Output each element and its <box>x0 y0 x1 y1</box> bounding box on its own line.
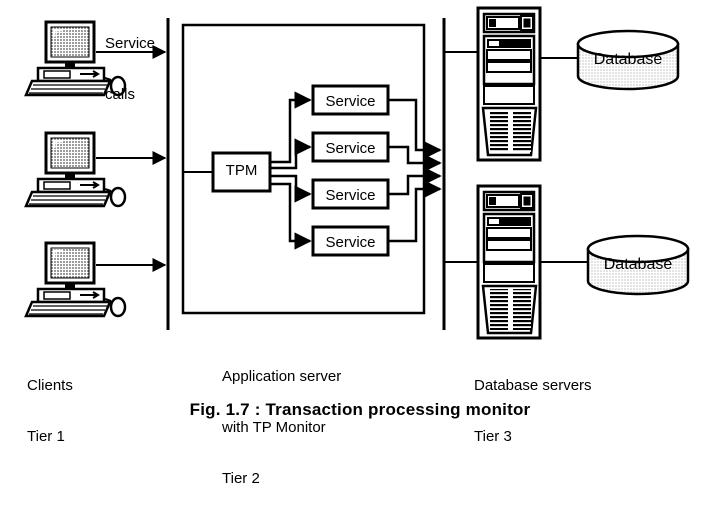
service-label-4: Service <box>325 234 376 251</box>
application-server-boundary <box>181 23 426 315</box>
service-calls-label: Service calls <box>105 1 195 137</box>
service-box-4 <box>311 225 390 257</box>
figure-root: Service calls TPM Service Service Servic… <box>24 1 690 487</box>
services-to-tier3-connectors <box>388 98 442 243</box>
service-calls-line1: Service <box>105 35 156 52</box>
figure-caption: Fig. 1.7 : Transaction processing monito… <box>189 400 531 419</box>
diagram-canvas <box>24 6 690 340</box>
service-box-1 <box>311 84 390 116</box>
tpm-label: TPM <box>225 162 258 179</box>
database-label-2: Database <box>603 256 673 273</box>
tier3-label-line2: Tier 3 <box>474 428 512 445</box>
client-computer-2 <box>24 131 127 208</box>
service-box-3 <box>311 178 390 210</box>
tier2-label-line3: Tier 2 <box>222 470 260 487</box>
database-server-tower-2 <box>476 184 542 340</box>
service-calls-line2: calls <box>105 86 136 103</box>
tier2-label-line1: Application server <box>222 368 342 385</box>
tier2-label: Application server with TP Monitor Tier … <box>222 334 341 521</box>
tier3-label: Database servers Tier 3 <box>474 343 592 479</box>
tpm-box <box>211 151 272 193</box>
tier1-label-line2: Tier 1 <box>27 428 65 445</box>
tpm-to-services-connectors <box>270 91 312 250</box>
database-cylinder-2 <box>586 234 690 296</box>
tier1-label-line1: Clients <box>27 377 73 394</box>
service-label-3: Service <box>325 187 376 204</box>
database-cylinder-1 <box>576 29 680 91</box>
tier3-label-line1: Database servers <box>474 377 592 394</box>
service-box-2 <box>311 131 390 163</box>
database-label-1: Database <box>593 51 663 68</box>
database-server-tower-1 <box>476 6 542 162</box>
tier2-label-line2: with TP Monitor <box>222 419 326 436</box>
client-computer-3 <box>24 241 127 318</box>
client-computer-1 <box>24 20 127 97</box>
service-label-1: Service <box>325 93 376 110</box>
service-label-2: Service <box>325 140 376 157</box>
